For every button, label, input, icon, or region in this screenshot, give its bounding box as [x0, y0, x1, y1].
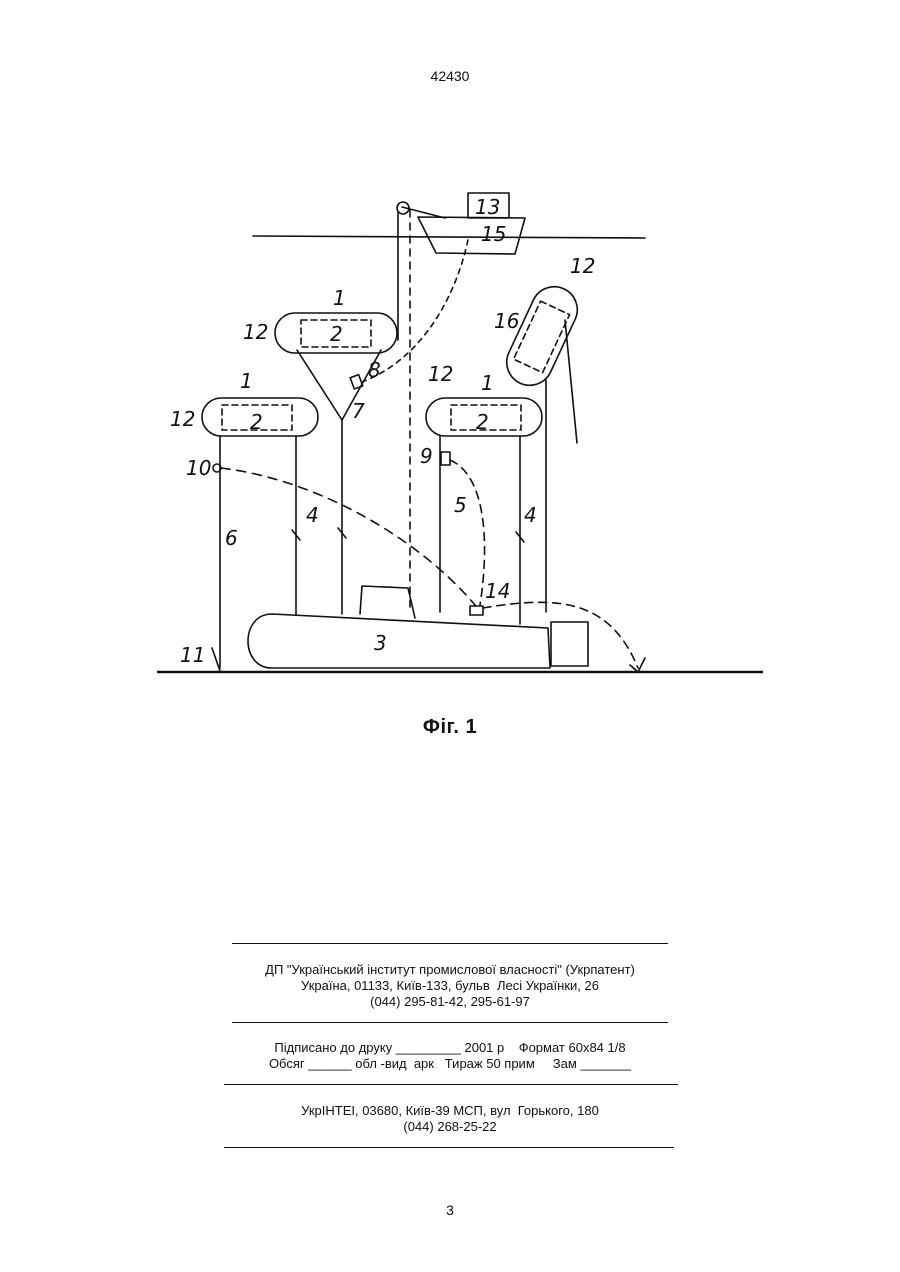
imprint-rule-3 [224, 1084, 678, 1085]
node-8 [350, 375, 363, 389]
label-2-left: 2 [250, 410, 263, 434]
label-4-right: 4 [524, 503, 537, 527]
page-number: 3 [0, 1202, 900, 1218]
figure-caption: Фіг. 1 [0, 716, 900, 739]
label-8: 8 [368, 358, 381, 382]
label-1-right: 1 [481, 371, 494, 395]
label-1-left: 1 [240, 369, 253, 393]
float-tilted-inner [514, 301, 570, 373]
anchor-11-stroke [212, 648, 220, 671]
float-tilted-body [499, 279, 585, 393]
float-tilted-cable-a [565, 320, 577, 443]
node-14 [470, 606, 483, 615]
publisher-phone: (044) 295-81-42, 295-61-97 [0, 994, 900, 1010]
printer-phone: (044) 268-25-22 [0, 1119, 900, 1135]
label-3: 3 [374, 631, 387, 655]
label-7: 7 [352, 399, 365, 423]
submarine-stern-block [551, 622, 588, 666]
label-12-left: 12 [170, 407, 195, 431]
imprint-rule-2 [232, 1022, 668, 1023]
print-details-1: Підписано до друку _________ 2001 р Форм… [0, 1040, 900, 1056]
label-9: 9 [420, 444, 433, 468]
water-surface-line [253, 236, 645, 238]
label-12-top-right: 12 [570, 254, 595, 278]
publisher-name: ДП "Український інститут промислової вла… [0, 962, 900, 978]
printer-address: УкрІНТЕІ, 03680, Київ-39 МСП, вул Горько… [0, 1103, 900, 1119]
bridle-7-left [297, 350, 342, 420]
label-10: 10 [186, 456, 211, 480]
label-14: 14 [485, 579, 510, 603]
label-15: 15 [481, 222, 506, 246]
label-11: 11 [180, 643, 205, 667]
imprint-rule-1 [232, 943, 668, 944]
label-4-left: 4 [306, 503, 319, 527]
label-2-upper: 2 [330, 322, 343, 346]
cable-10-14 [221, 468, 475, 605]
label-2-right: 2 [476, 410, 489, 434]
print-details-2: Обсяг ______ обл -вид арк Тираж 50 прим … [0, 1056, 900, 1072]
label-13: 13 [475, 195, 500, 219]
cable-14-seabed [483, 602, 638, 668]
figure-1-drawing: 13 15 12 16 1 12 2 8 7 1 12 2 12 1 2 9 1… [0, 0, 900, 700]
label-12-right: 12 [428, 362, 453, 386]
label-12-upper: 12 [243, 320, 268, 344]
label-1-upper: 1 [333, 286, 346, 310]
submarine-tower [360, 586, 415, 618]
label-16: 16 [494, 309, 519, 333]
submarine-hull [248, 614, 550, 668]
label-5: 5 [454, 493, 467, 517]
vessel-hull [418, 217, 525, 254]
node-9 [441, 452, 450, 465]
publisher-address: Україна, 01133, Київ-133, бульв Лесі Укр… [0, 978, 900, 994]
imprint-rule-4 [224, 1147, 674, 1148]
label-6: 6 [225, 526, 238, 550]
